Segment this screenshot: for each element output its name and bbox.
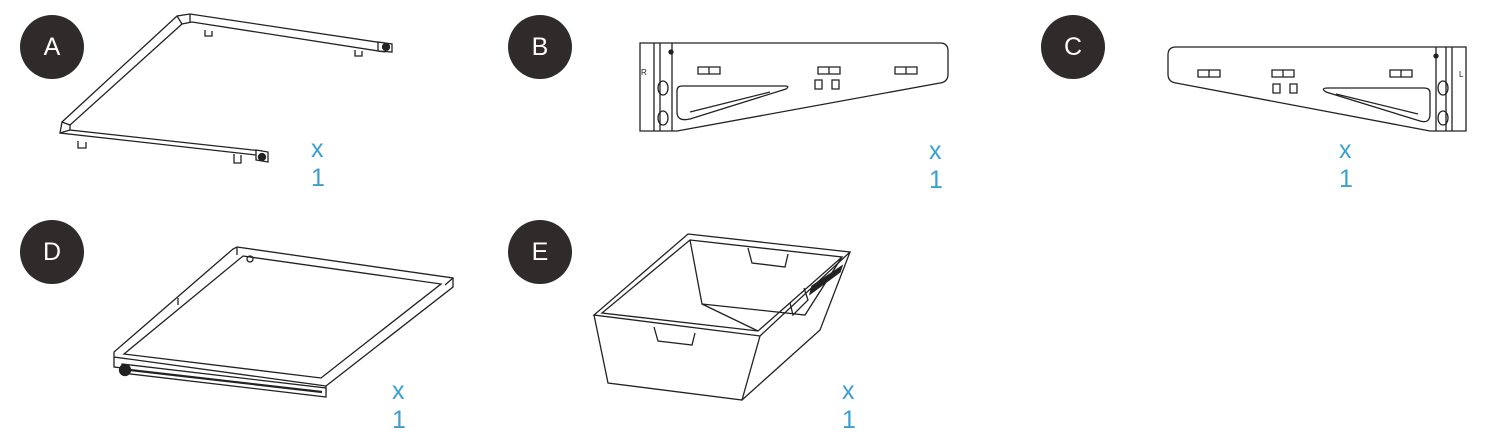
part-b-label: B	[531, 32, 549, 61]
part-a-u-frame-drawing	[0, 0, 420, 190]
part-e-quantity: x 1	[842, 377, 857, 434]
part-d-quantity: x 1	[392, 377, 407, 434]
part-d-badge: D	[20, 220, 84, 284]
part-e-badge: E	[508, 220, 572, 284]
part-d-tray-frame-drawing	[0, 0, 470, 410]
part-b-quantity: x 1	[929, 137, 944, 194]
part-d-label: D	[42, 237, 62, 266]
part-c-side-mark: L	[1459, 70, 1464, 79]
part-c-label: C	[1063, 32, 1083, 61]
part-e-label: E	[531, 237, 549, 266]
part-b-side-mark: R	[641, 68, 647, 77]
part-c-quantity: x 1	[1339, 136, 1354, 193]
part-c-bracket-drawing	[0, 0, 1480, 160]
part-a-quantity: x 1	[311, 135, 326, 192]
part-a-badge: A	[20, 15, 84, 79]
part-b-badge: B	[508, 15, 572, 79]
part-e-basket-drawing	[0, 0, 870, 410]
part-c-badge: C	[1041, 15, 1105, 79]
part-b-bracket-drawing	[0, 0, 980, 160]
part-a-label: A	[43, 32, 61, 61]
